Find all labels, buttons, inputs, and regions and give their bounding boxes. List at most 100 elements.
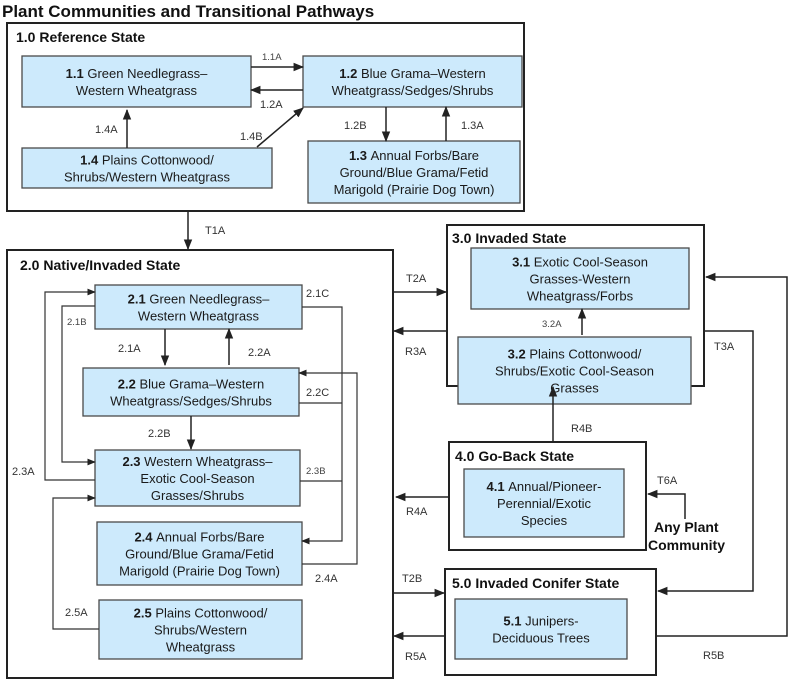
community-text-line: 3.2 Plains Cottonwood/ bbox=[508, 347, 642, 362]
community-name: Exotic Cool-Season bbox=[534, 255, 648, 270]
community-text-line: 2.5 Plains Cottonwood/ bbox=[134, 606, 268, 621]
transition-label: R5A bbox=[405, 651, 427, 663]
community-text-line: Marigold (Prairie Dog Town) bbox=[334, 182, 495, 197]
community-text-line: Wheatgrass bbox=[166, 640, 236, 655]
transition-label: T6A bbox=[657, 475, 678, 487]
arrow-2-1C bbox=[301, 306, 343, 545]
community-number: 1.3 bbox=[349, 148, 371, 163]
community-number: 1.1 bbox=[66, 66, 88, 81]
community-box bbox=[307, 140, 521, 204]
community-text-line: Western Wheatgrass bbox=[138, 309, 260, 324]
pathway-label: 2.2A bbox=[248, 347, 271, 359]
arrow-2-1B bbox=[61, 305, 96, 466]
community-name: Green Needlegrass– bbox=[87, 66, 208, 81]
community-text-line: Deciduous Trees bbox=[492, 631, 590, 646]
community-name: Annual Forbs/Bare bbox=[156, 530, 264, 545]
community-name: Plains Cottonwood/ bbox=[529, 347, 641, 362]
community-box bbox=[302, 55, 523, 108]
community-text-line: Western Wheatgrass bbox=[76, 83, 198, 98]
community-4-1: 4.1 Annual/Pioneer- Perennial/ExoticSpeci… bbox=[463, 468, 625, 538]
state-title-2: 2.0 Native/Invaded State bbox=[20, 257, 181, 273]
community-text-line: 1.3 Annual Forbs/Bare bbox=[349, 148, 479, 163]
state-title-5: 5.0 Invaded Conifer State bbox=[452, 575, 619, 591]
community-text-line: Perennial/Exotic bbox=[497, 496, 591, 511]
community-text-line: Exotic Cool-Season bbox=[140, 471, 254, 486]
any-plant-community-line1: Any Plant bbox=[654, 519, 719, 535]
community-text-line: Grasses-Western bbox=[530, 272, 631, 287]
community-name: Green Needlegrass– bbox=[149, 292, 270, 307]
community-number: 4.1 bbox=[487, 479, 509, 494]
community-text-line: 2.1 Green Needlegrass– bbox=[128, 292, 270, 307]
community-text-line: Wheatgrass/Sedges/Shrubs bbox=[332, 83, 494, 98]
community-text-line: Wheatgrass/Forbs bbox=[527, 289, 634, 304]
community-number: 2.4 bbox=[134, 530, 156, 545]
community-1-1: 1.1 Green Needlegrass– Western Wheatgrass bbox=[21, 55, 252, 108]
community-text-line: 1.2 Blue Grama–Western bbox=[339, 66, 485, 81]
transition-label: R4B bbox=[571, 423, 592, 435]
community-1-4: 1.4 Plains Cottonwood/Shrubs/Western Whe… bbox=[21, 147, 273, 189]
community-text-line: Shrubs/Exotic Cool-Season bbox=[495, 364, 654, 379]
community-text-line: 2.3 Western Wheatgrass– bbox=[122, 454, 273, 469]
community-text-line: 1.1 Green Needlegrass– bbox=[66, 66, 208, 81]
community-text-line: Species bbox=[521, 513, 568, 528]
arrow-2-4A bbox=[298, 369, 358, 565]
community-box bbox=[96, 521, 303, 586]
any-plant-community-line2: Community bbox=[648, 537, 725, 553]
transition-label: T2A bbox=[406, 273, 427, 285]
community-box bbox=[463, 468, 625, 538]
community-box bbox=[457, 336, 692, 405]
community-2-3: 2.3 Western Wheatgrass– Exotic Cool-Seaso… bbox=[94, 449, 301, 507]
community-5-1: 5.1 Junipers- Deciduous Trees bbox=[454, 598, 628, 660]
pathway-label: 2.2B bbox=[148, 428, 171, 440]
pathway-label: 1.3A bbox=[461, 120, 484, 132]
community-box bbox=[21, 147, 273, 189]
state-1-pathways: 1.1A 1.2A 1.4A 1.4B 1.2B 1.3A bbox=[95, 52, 484, 148]
pathway-label: 1.1A bbox=[262, 52, 282, 63]
arrow-2-3A bbox=[44, 288, 96, 481]
pathway-label: 1.4A bbox=[95, 124, 118, 136]
arrow-T3A bbox=[656, 330, 754, 596]
state-title-3: 3.0 Invaded State bbox=[452, 230, 567, 246]
transition-label: T3A bbox=[714, 341, 735, 353]
community-number: 2.5 bbox=[134, 606, 156, 621]
community-box bbox=[21, 55, 252, 108]
community-number: 2.3 bbox=[122, 454, 144, 469]
arrow-R5B bbox=[656, 272, 788, 637]
community-number: 2.2 bbox=[118, 377, 140, 392]
community-2-2: 2.2 Blue Grama–WesternWheatgrass/Sedges/… bbox=[82, 367, 300, 417]
community-box bbox=[454, 598, 628, 660]
community-text-line: 3.1 Exotic Cool-Season bbox=[512, 255, 648, 270]
transition-label: R3A bbox=[405, 346, 427, 358]
arrow-T6A bbox=[646, 489, 686, 519]
community-name: Plains Cottonwood/ bbox=[155, 606, 267, 621]
pathway-label: 2.3B bbox=[306, 466, 326, 477]
arrow-1-4B bbox=[256, 107, 304, 148]
state-title-1: 1.0 Reference State bbox=[16, 29, 145, 45]
pathway-label: 2.1C bbox=[306, 288, 329, 300]
transition-label: T2B bbox=[402, 573, 422, 585]
community-text-line: 5.1 Junipers- bbox=[503, 614, 578, 629]
state-title-4: 4.0 Go-Back State bbox=[455, 448, 574, 464]
community-2-5: 2.5 Plains Cottonwood/Shrubs/WesternWhea… bbox=[98, 599, 303, 660]
community-number: 1.2 bbox=[339, 66, 361, 81]
community-name: Blue Grama–Western bbox=[361, 66, 486, 81]
community-text-line: Shrubs/Western Wheatgrass bbox=[64, 170, 230, 185]
community-3-2: 3.2 Plains Cottonwood/Shrubs/Exotic Cool… bbox=[457, 336, 692, 405]
community-number: 2.1 bbox=[128, 292, 150, 307]
community-text-line: 2.2 Blue Grama–Western bbox=[118, 377, 264, 392]
transition-label: R5B bbox=[703, 650, 724, 662]
community-number: 1.4 bbox=[80, 153, 102, 168]
pathway-label: 2.4A bbox=[315, 573, 338, 585]
community-text-line: 1.4 Plains Cottonwood/ bbox=[80, 153, 214, 168]
community-text-line: Grasses/Shrubs bbox=[151, 488, 245, 503]
community-text-line: Ground/Blue Grama/Fetid bbox=[340, 165, 489, 180]
community-text-line: 4.1 Annual/Pioneer- bbox=[487, 479, 602, 494]
community-box bbox=[470, 247, 690, 310]
community-text-line: Grasses bbox=[550, 381, 599, 396]
pathway-label: 2.2C bbox=[306, 387, 329, 399]
transition-label: T1A bbox=[205, 225, 226, 237]
community-box bbox=[82, 367, 300, 417]
pathway-label: 2.1B bbox=[67, 317, 87, 328]
